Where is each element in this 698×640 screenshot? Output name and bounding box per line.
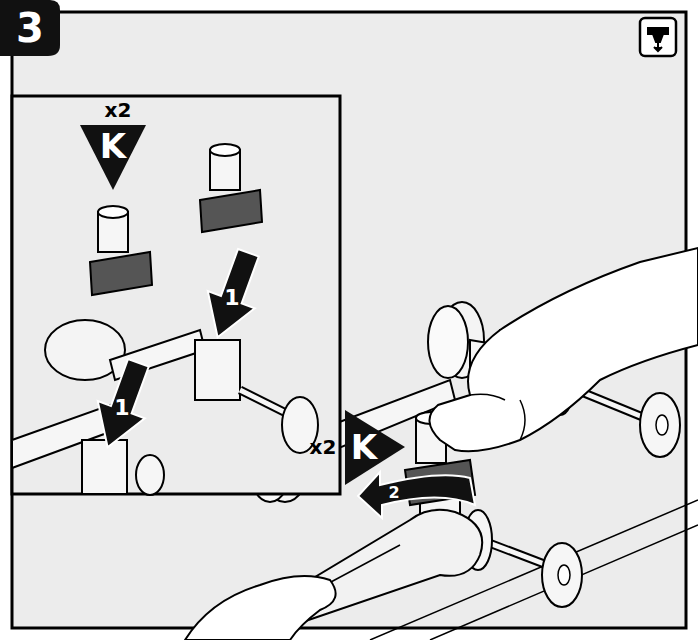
part-letter: K (351, 430, 377, 464)
quantity-label: x2 (310, 437, 337, 457)
part-letter: K (100, 129, 126, 163)
callout-number: 1 (114, 397, 129, 419)
callout-number: 2 (388, 485, 399, 501)
step-number: 3 (16, 8, 44, 48)
quantity-label: x2 (105, 100, 132, 120)
callout-number: 1 (224, 287, 239, 309)
